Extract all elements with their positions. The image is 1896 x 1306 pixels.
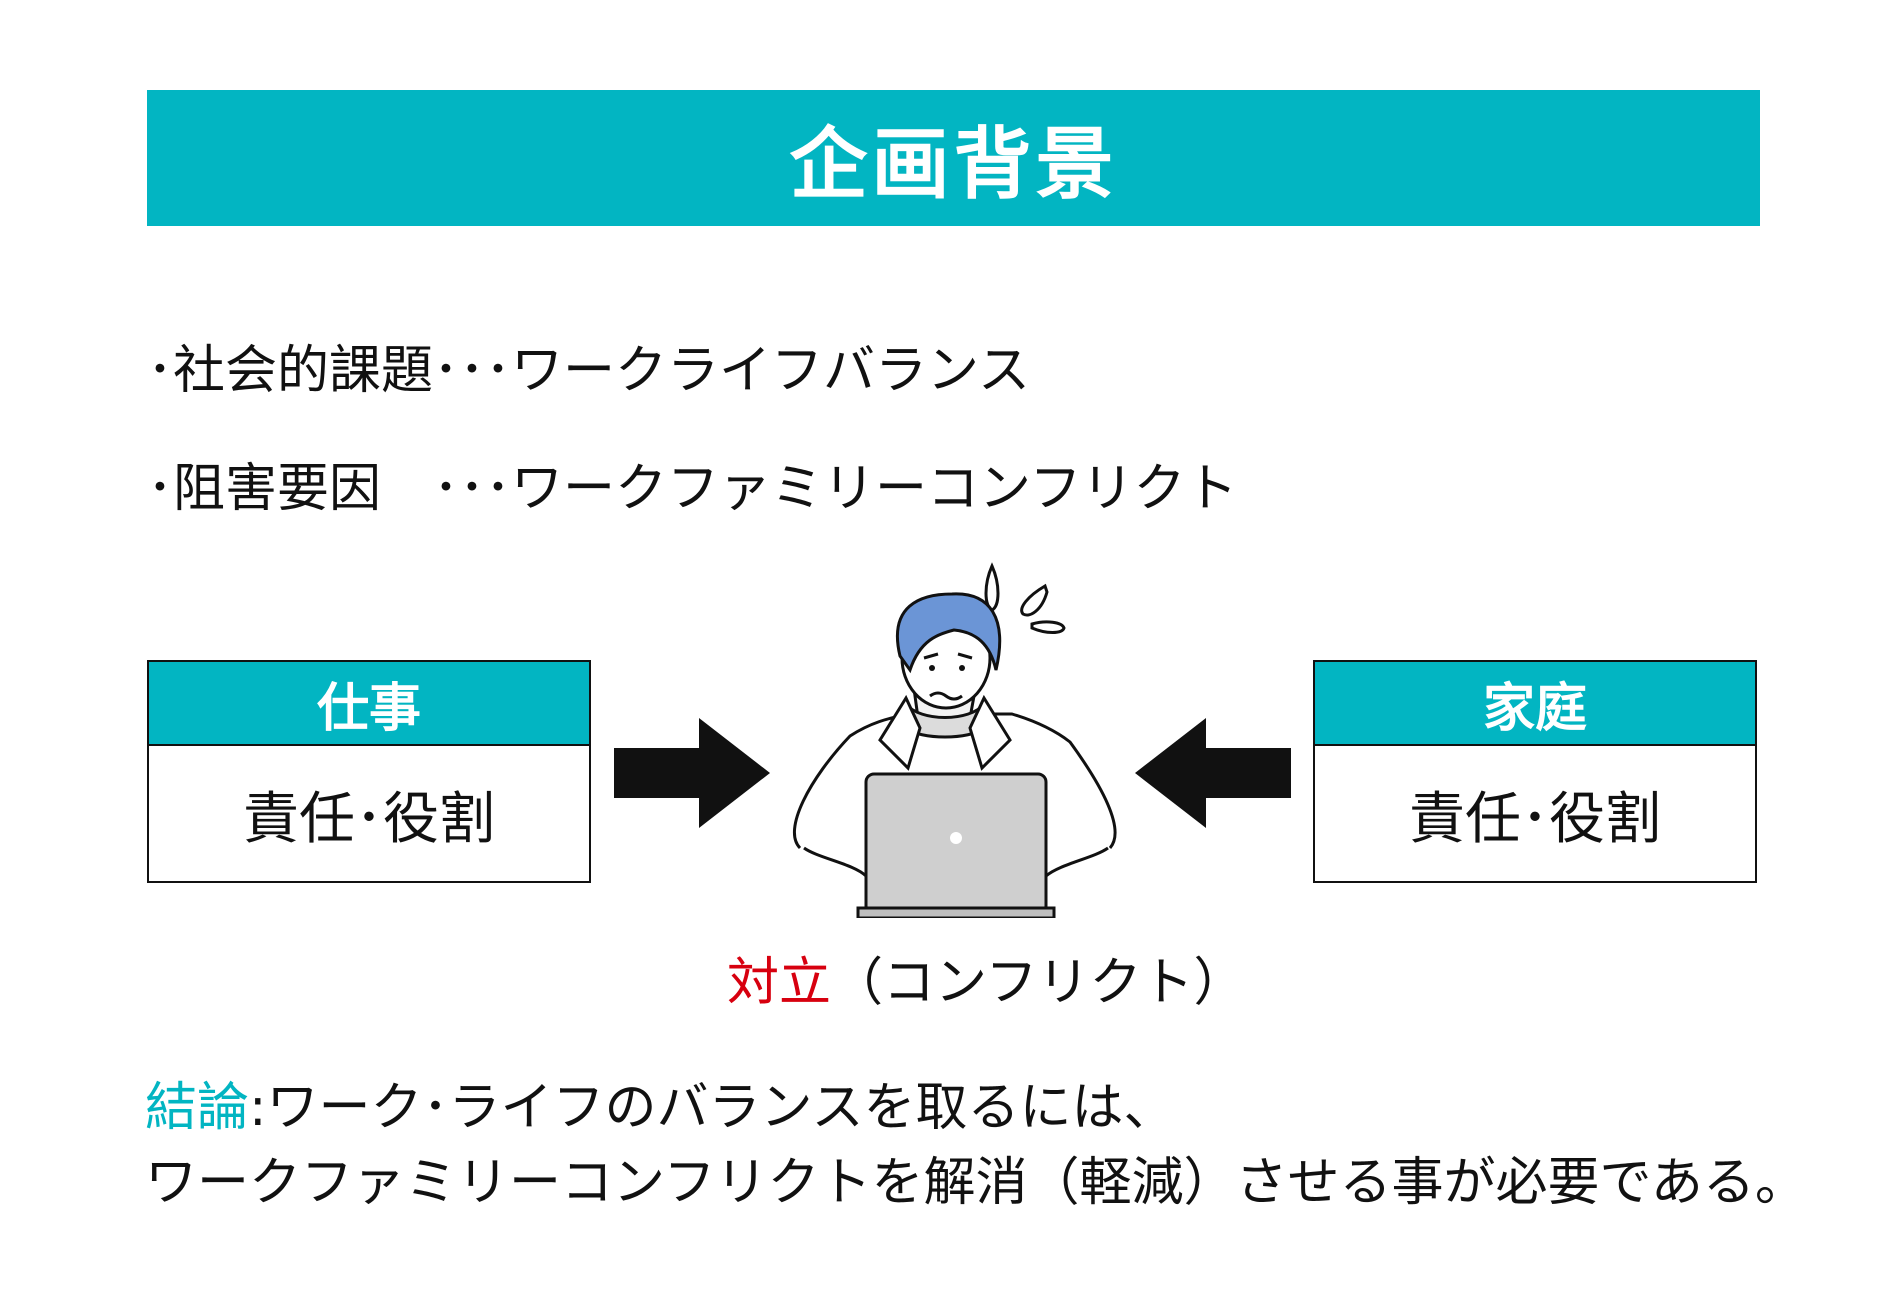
conclusion-line-1: 結論:ワーク･ライフのバランスを取るには、 [145, 1065, 1176, 1140]
conclusion-line-2: ワークファミリーコンフリクトを解消（軽減）させる事が必要である。 [145, 1153, 1807, 1213]
family-box-body: 責任･役割 [1409, 787, 1661, 852]
work-box-body: 責任･役割 [243, 787, 495, 852]
conflict-caption: 対立（コンフリクト） [727, 940, 1245, 1015]
conflict-note: （コンフリクト） [831, 953, 1246, 1013]
work-box: 仕事 責任･役割 [147, 660, 591, 883]
conclusion-text-1: :ワーク･ライフのバランスを取るには、 [249, 1078, 1176, 1138]
page-title: 企画背景 [789, 120, 1118, 210]
stressed-person-laptop-illustration [793, 562, 1117, 918]
bullet-social-issue: ･社会的課題･･･ワークライフバランス [147, 341, 1030, 401]
title-banner: 企画背景 [147, 90, 1760, 226]
work-box-header: 仕事 [149, 662, 589, 746]
conflict-label: 対立 [727, 953, 832, 1013]
family-box: 家庭 責任･役割 [1313, 660, 1757, 883]
bullet-obstacle: ･阻害要因 ･･･ワークファミリーコンフリクト [147, 459, 1238, 519]
family-box-header: 家庭 [1315, 662, 1755, 746]
conclusion-label: 結論 [145, 1078, 250, 1138]
arrow-right-icon [614, 718, 770, 828]
arrow-left-icon [1135, 718, 1291, 828]
